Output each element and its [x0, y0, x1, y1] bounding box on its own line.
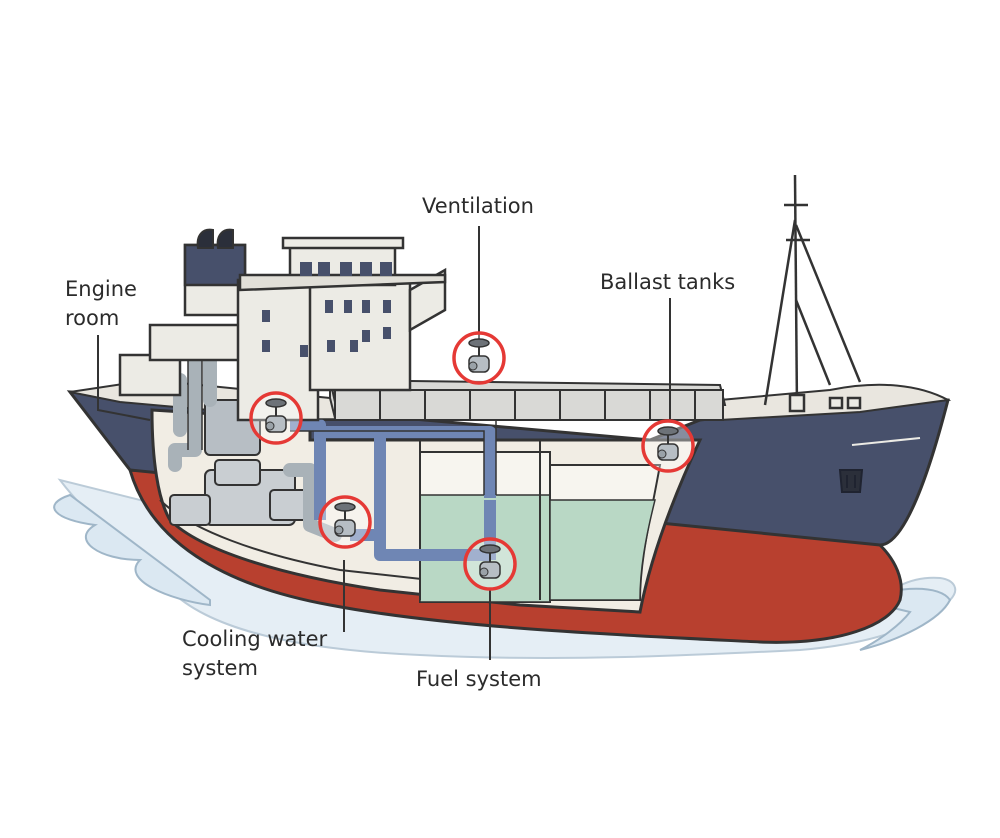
- label-engine-room-line1: Engine: [65, 277, 137, 301]
- fuel-valve: [463, 537, 517, 591]
- anchor-icon: [838, 469, 864, 493]
- leader-lines: [97, 226, 671, 660]
- label-cooling-water-line1: Cooling water: [182, 627, 328, 651]
- hull-stripe: [851, 437, 921, 446]
- funnels: [196, 228, 234, 249]
- label-engine-room-line2: room: [65, 306, 119, 330]
- engine-room-valve: [249, 391, 303, 445]
- label-ballast-tanks: Ballast tanks: [600, 270, 735, 294]
- ventilation-valve: [452, 331, 506, 385]
- engine-machinery: [169, 399, 311, 526]
- label-cooling-water-line2: system: [182, 656, 258, 680]
- cargo-hatch-covers: [328, 378, 727, 421]
- label-fuel-system: Fuel system: [416, 667, 542, 691]
- windows: [262, 262, 392, 357]
- valves: [249, 331, 695, 591]
- mast: [763, 174, 862, 413]
- cargo-hold: [419, 440, 662, 603]
- cooling-valve: [318, 495, 372, 549]
- label-ventilation: Ventilation: [422, 194, 534, 218]
- ballast-valve: [641, 419, 695, 473]
